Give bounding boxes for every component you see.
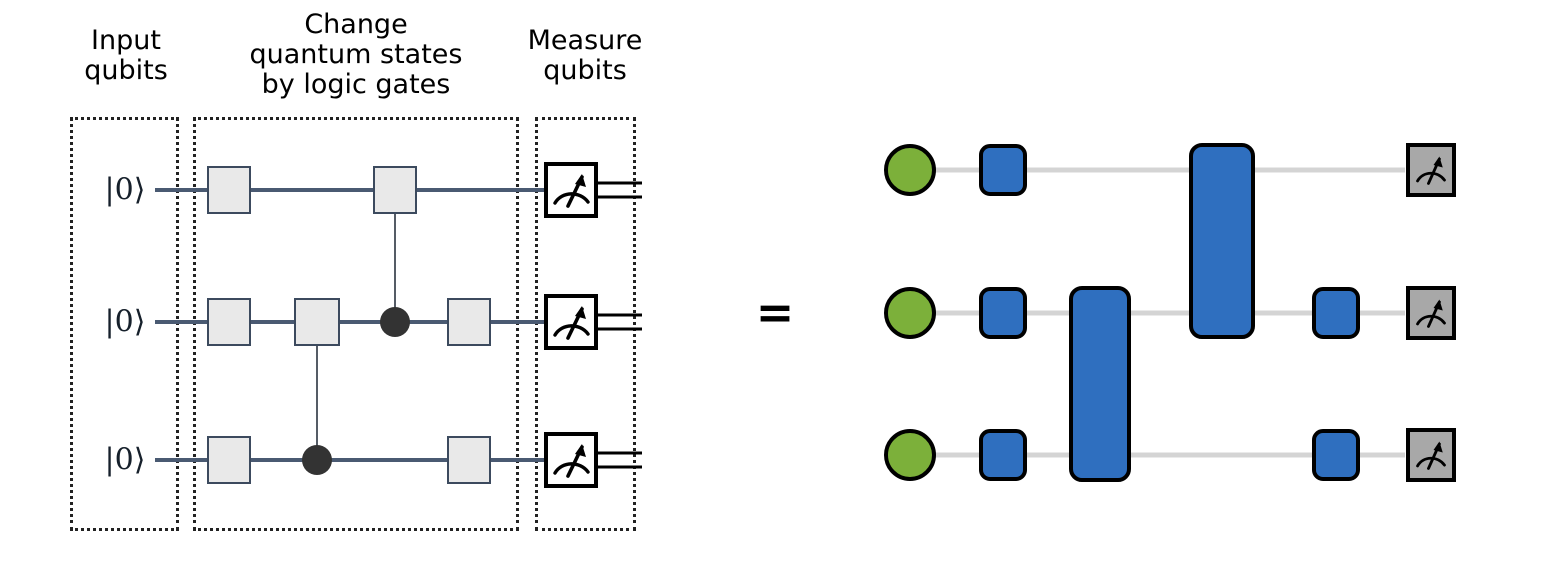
measurement-meter-row1[interactable]: [544, 294, 598, 350]
equals-sign: =: [755, 285, 795, 339]
measurement-meter-row0[interactable]: [544, 162, 598, 218]
qubit-init-row0[interactable]: [884, 144, 936, 196]
group-box-input: [70, 117, 179, 531]
caption-input-qubits: Input qubits: [84, 25, 168, 87]
right-measurement-meter-row1[interactable]: [1406, 286, 1456, 340]
group-box-change: [193, 117, 519, 531]
measurement-meter-row2[interactable]: [544, 432, 598, 488]
gate-row2-col1[interactable]: [207, 436, 251, 484]
qubit-wire-1: [155, 320, 545, 324]
control-dot-row2[interactable]: [302, 445, 332, 475]
control-dot-row1[interactable]: [380, 307, 410, 337]
qubit-label-0: |0⟩: [104, 172, 146, 208]
right-qubit-wire-2: [905, 452, 1405, 458]
classical-line-row0-a: [598, 181, 642, 185]
blue-gate-row2-col5[interactable]: [1312, 429, 1360, 481]
blue-gate-row1-col5[interactable]: [1312, 287, 1360, 339]
qubit-init-row2[interactable]: [884, 429, 936, 481]
gate-row0-col1[interactable]: [207, 166, 251, 214]
caption-measure-qubits: Measure qubits: [527, 25, 643, 87]
control-link-middle-bottom: [316, 322, 318, 460]
classical-line-row1-b: [598, 327, 642, 331]
right-measurement-meter-row2[interactable]: [1406, 428, 1456, 482]
classical-line-row2-b: [598, 465, 642, 469]
right-measurement-meter-row0[interactable]: [1406, 143, 1456, 197]
qubit-wire-0: [155, 188, 545, 192]
right-qubit-wire-1: [905, 310, 1405, 316]
gate-row1-col5[interactable]: [447, 298, 491, 346]
right-qubit-wire-0: [905, 167, 1405, 173]
blue-gate-row1-col1[interactable]: [979, 287, 1027, 339]
qubit-init-row1[interactable]: [884, 287, 936, 339]
qubit-label-2: |0⟩: [104, 442, 146, 478]
blue-two-qubit-gate-middle-bottom[interactable]: [1069, 286, 1131, 482]
classical-line-row1-a: [598, 313, 642, 317]
blue-gate-row0-col1[interactable]: [979, 144, 1027, 196]
classical-line-row2-a: [598, 451, 642, 455]
caption-change-quantum-states: Change quantum states by logic gates: [249, 9, 463, 101]
blue-two-qubit-gate-top-middle[interactable]: [1189, 143, 1255, 339]
gate-row1-col1[interactable]: [207, 298, 251, 346]
control-link-top-middle: [394, 190, 396, 322]
classical-line-row0-b: [598, 195, 642, 199]
group-box-measure: [535, 117, 636, 531]
gate-row0-col4[interactable]: [373, 166, 417, 214]
qubit-wire-2: [155, 458, 545, 462]
gate-row2-col5[interactable]: [447, 436, 491, 484]
blue-gate-row2-col1[interactable]: [979, 429, 1027, 481]
gate-row1-col2[interactable]: [294, 298, 340, 346]
qubit-label-1: |0⟩: [104, 304, 146, 340]
